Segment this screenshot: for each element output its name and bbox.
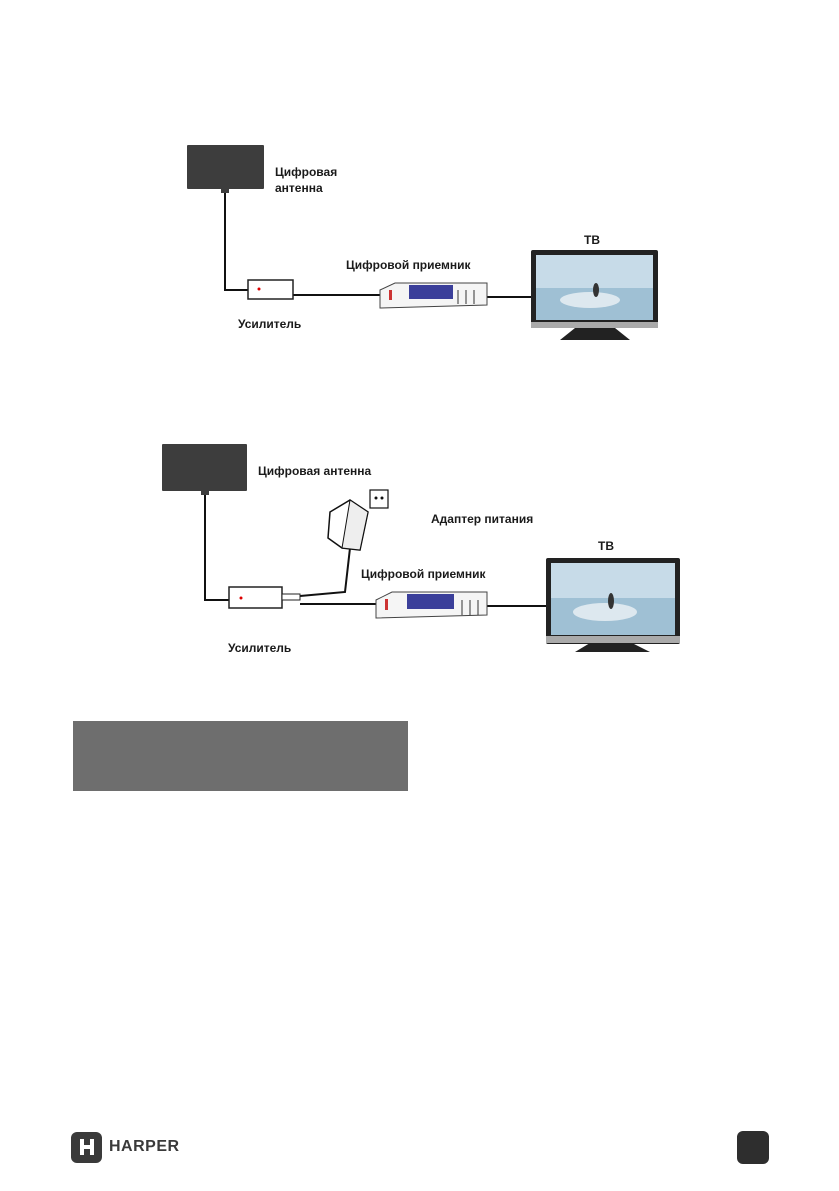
amplifier-label: Усилитель [238, 317, 302, 331]
amplifier-icon [247, 279, 294, 300]
antenna-label: Цифровая антенна [258, 464, 372, 478]
antenna-label: Цифровая антенна [275, 165, 338, 195]
section-header-box [73, 721, 408, 791]
tv-icon [546, 558, 680, 652]
receiver-icon [379, 282, 488, 309]
amplifier-icon [228, 586, 301, 609]
page-number-badge [737, 1131, 769, 1164]
diagram-powered-graphic [162, 444, 680, 652]
receiver-icon [375, 591, 488, 619]
antenna-cable [224, 193, 248, 291]
connection-diagram-powered: Цифровая антенна Адаптер питания ТВ Цифр… [0, 420, 839, 680]
receiver-label: Цифровой приемник [361, 567, 486, 581]
antenna-cable [204, 495, 229, 601]
antenna-icon [187, 145, 264, 193]
logo-mark-icon [71, 1131, 102, 1163]
amplifier-label: Усилитель [228, 641, 292, 655]
power-adapter-icon [327, 489, 389, 551]
tv-label: ТВ [598, 539, 614, 553]
adapter-label: Адаптер питания [431, 512, 534, 526]
brand-logo: HARPER [71, 1130, 180, 1164]
diagram-basic-graphic [187, 145, 658, 340]
adapter-cable [299, 547, 351, 597]
tv-label: ТВ [584, 233, 600, 247]
brand-name: HARPER [109, 1138, 180, 1155]
receiver-label: Цифровой приемник [346, 258, 471, 272]
logo-h-glyph [79, 1139, 94, 1155]
connection-diagram-basic: Цифровая антенна ТВ Цифровой приемник Ус… [0, 0, 839, 360]
tv-icon [531, 250, 658, 340]
antenna-icon [162, 444, 247, 495]
